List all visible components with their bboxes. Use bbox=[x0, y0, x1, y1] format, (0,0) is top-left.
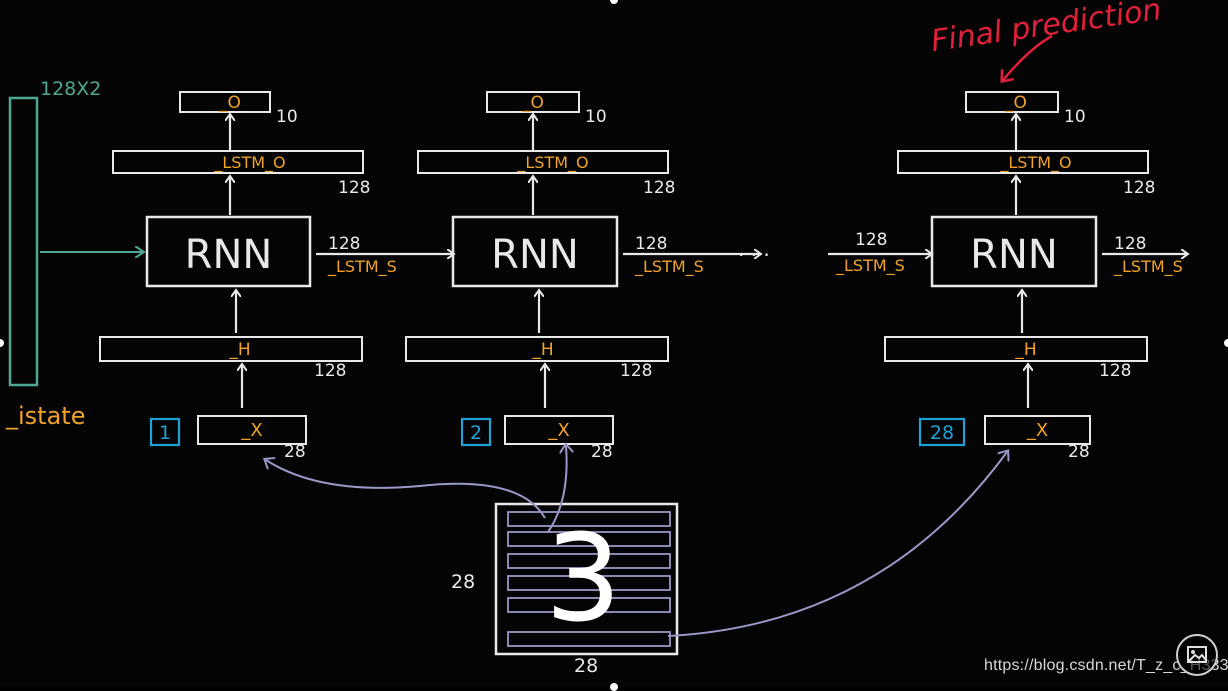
step-number: 28 bbox=[930, 422, 954, 444]
output-box bbox=[179, 91, 271, 113]
istate-label: _istate bbox=[5, 402, 85, 430]
lstm-output-box bbox=[112, 150, 364, 174]
input-label: _X bbox=[547, 420, 569, 441]
rnn-label: RNN bbox=[185, 232, 273, 278]
hidden-size: 128 bbox=[1099, 361, 1131, 381]
step-badge bbox=[149, 417, 181, 447]
input-box bbox=[197, 415, 307, 445]
hidden-box bbox=[99, 336, 363, 362]
input-size: 28 bbox=[284, 442, 306, 462]
step-number: 1 bbox=[159, 422, 171, 444]
lstm-output-label: _LSTM_O bbox=[213, 153, 285, 173]
istate-bar bbox=[8, 96, 39, 387]
image-row bbox=[507, 531, 671, 547]
hidden-label: _H bbox=[228, 340, 250, 360]
selection-handle-bottom[interactable] bbox=[610, 683, 618, 691]
lstm-output-size: 128 bbox=[643, 178, 675, 198]
image-height-label: 28 bbox=[451, 571, 475, 593]
input-label: _X bbox=[240, 420, 262, 441]
image-glyph bbox=[1187, 646, 1207, 663]
input-size: 28 bbox=[1068, 442, 1090, 462]
rnn-label: RNN bbox=[491, 232, 579, 278]
hidden-size: 128 bbox=[314, 361, 346, 381]
final-prediction-label: Final prediction bbox=[929, 0, 1164, 59]
output-box bbox=[965, 91, 1059, 113]
hidden-label: _H bbox=[1014, 340, 1036, 360]
output-label: _O bbox=[218, 93, 241, 113]
output-label: _O bbox=[521, 93, 544, 113]
state-label: _LSTM_S bbox=[1113, 257, 1183, 277]
image-row bbox=[507, 631, 671, 647]
image-row bbox=[507, 597, 671, 613]
state-size: 128 bbox=[328, 234, 360, 254]
selection-handle-left[interactable] bbox=[0, 339, 4, 347]
lstm-output-size: 128 bbox=[1123, 178, 1155, 198]
lstm-output-box bbox=[897, 150, 1149, 174]
rnn-cell bbox=[451, 215, 619, 288]
lstm-output-box bbox=[417, 150, 669, 174]
hidden-size: 128 bbox=[620, 361, 652, 381]
state-size: 128 bbox=[1114, 234, 1146, 254]
incoming-state-size: 128 bbox=[855, 230, 887, 250]
output-label: _O bbox=[1004, 93, 1027, 113]
incoming-state-label: _LSTM_S bbox=[835, 256, 905, 276]
istate-size: 128X2 bbox=[40, 78, 101, 100]
hidden-box bbox=[884, 336, 1148, 362]
image-digit: 3 bbox=[545, 510, 621, 649]
lstm-output-label: _LSTM_O bbox=[516, 153, 588, 173]
rnn-cell bbox=[145, 215, 312, 288]
state-size: 128 bbox=[635, 234, 667, 254]
output-size: 10 bbox=[1064, 107, 1086, 127]
input-image: 3 28 28 bbox=[451, 502, 679, 677]
output-box bbox=[486, 91, 580, 113]
step-badge bbox=[460, 417, 492, 447]
input-box bbox=[984, 415, 1091, 445]
selection-handle-right[interactable] bbox=[1224, 339, 1228, 347]
input-label: _X bbox=[1026, 420, 1048, 441]
image-row bbox=[507, 511, 671, 527]
lstm-output-label: _LSTM_O bbox=[999, 153, 1071, 173]
image-icon[interactable] bbox=[1176, 634, 1218, 676]
image-row bbox=[507, 553, 671, 569]
ellipsis: . . . bbox=[738, 237, 770, 261]
row-to-input-2-arrow bbox=[547, 446, 567, 533]
step-badge bbox=[918, 417, 966, 447]
state-label: _LSTM_S bbox=[327, 257, 397, 277]
row-to-input-28-arrow bbox=[667, 452, 1007, 637]
input-size: 28 bbox=[591, 442, 613, 462]
hidden-box bbox=[405, 336, 669, 362]
image-row bbox=[507, 575, 671, 591]
state-label: _LSTM_S bbox=[634, 257, 704, 277]
step-number: 2 bbox=[470, 422, 482, 444]
selection-handle-top[interactable] bbox=[610, 0, 618, 4]
lstm-output-size: 128 bbox=[338, 178, 370, 198]
final-prediction-arrow bbox=[1003, 34, 1053, 80]
watermark-url: https://blog.csdn.net/T_z_c_H333 bbox=[984, 657, 1228, 674]
hidden-label: _H bbox=[531, 340, 553, 360]
output-size: 10 bbox=[276, 107, 298, 127]
output-size: 10 bbox=[585, 107, 607, 127]
row-to-input-1-arrow bbox=[266, 460, 546, 519]
image-frame bbox=[494, 502, 679, 656]
image-width-label: 28 bbox=[574, 655, 598, 677]
rnn-label: RNN bbox=[970, 232, 1058, 278]
